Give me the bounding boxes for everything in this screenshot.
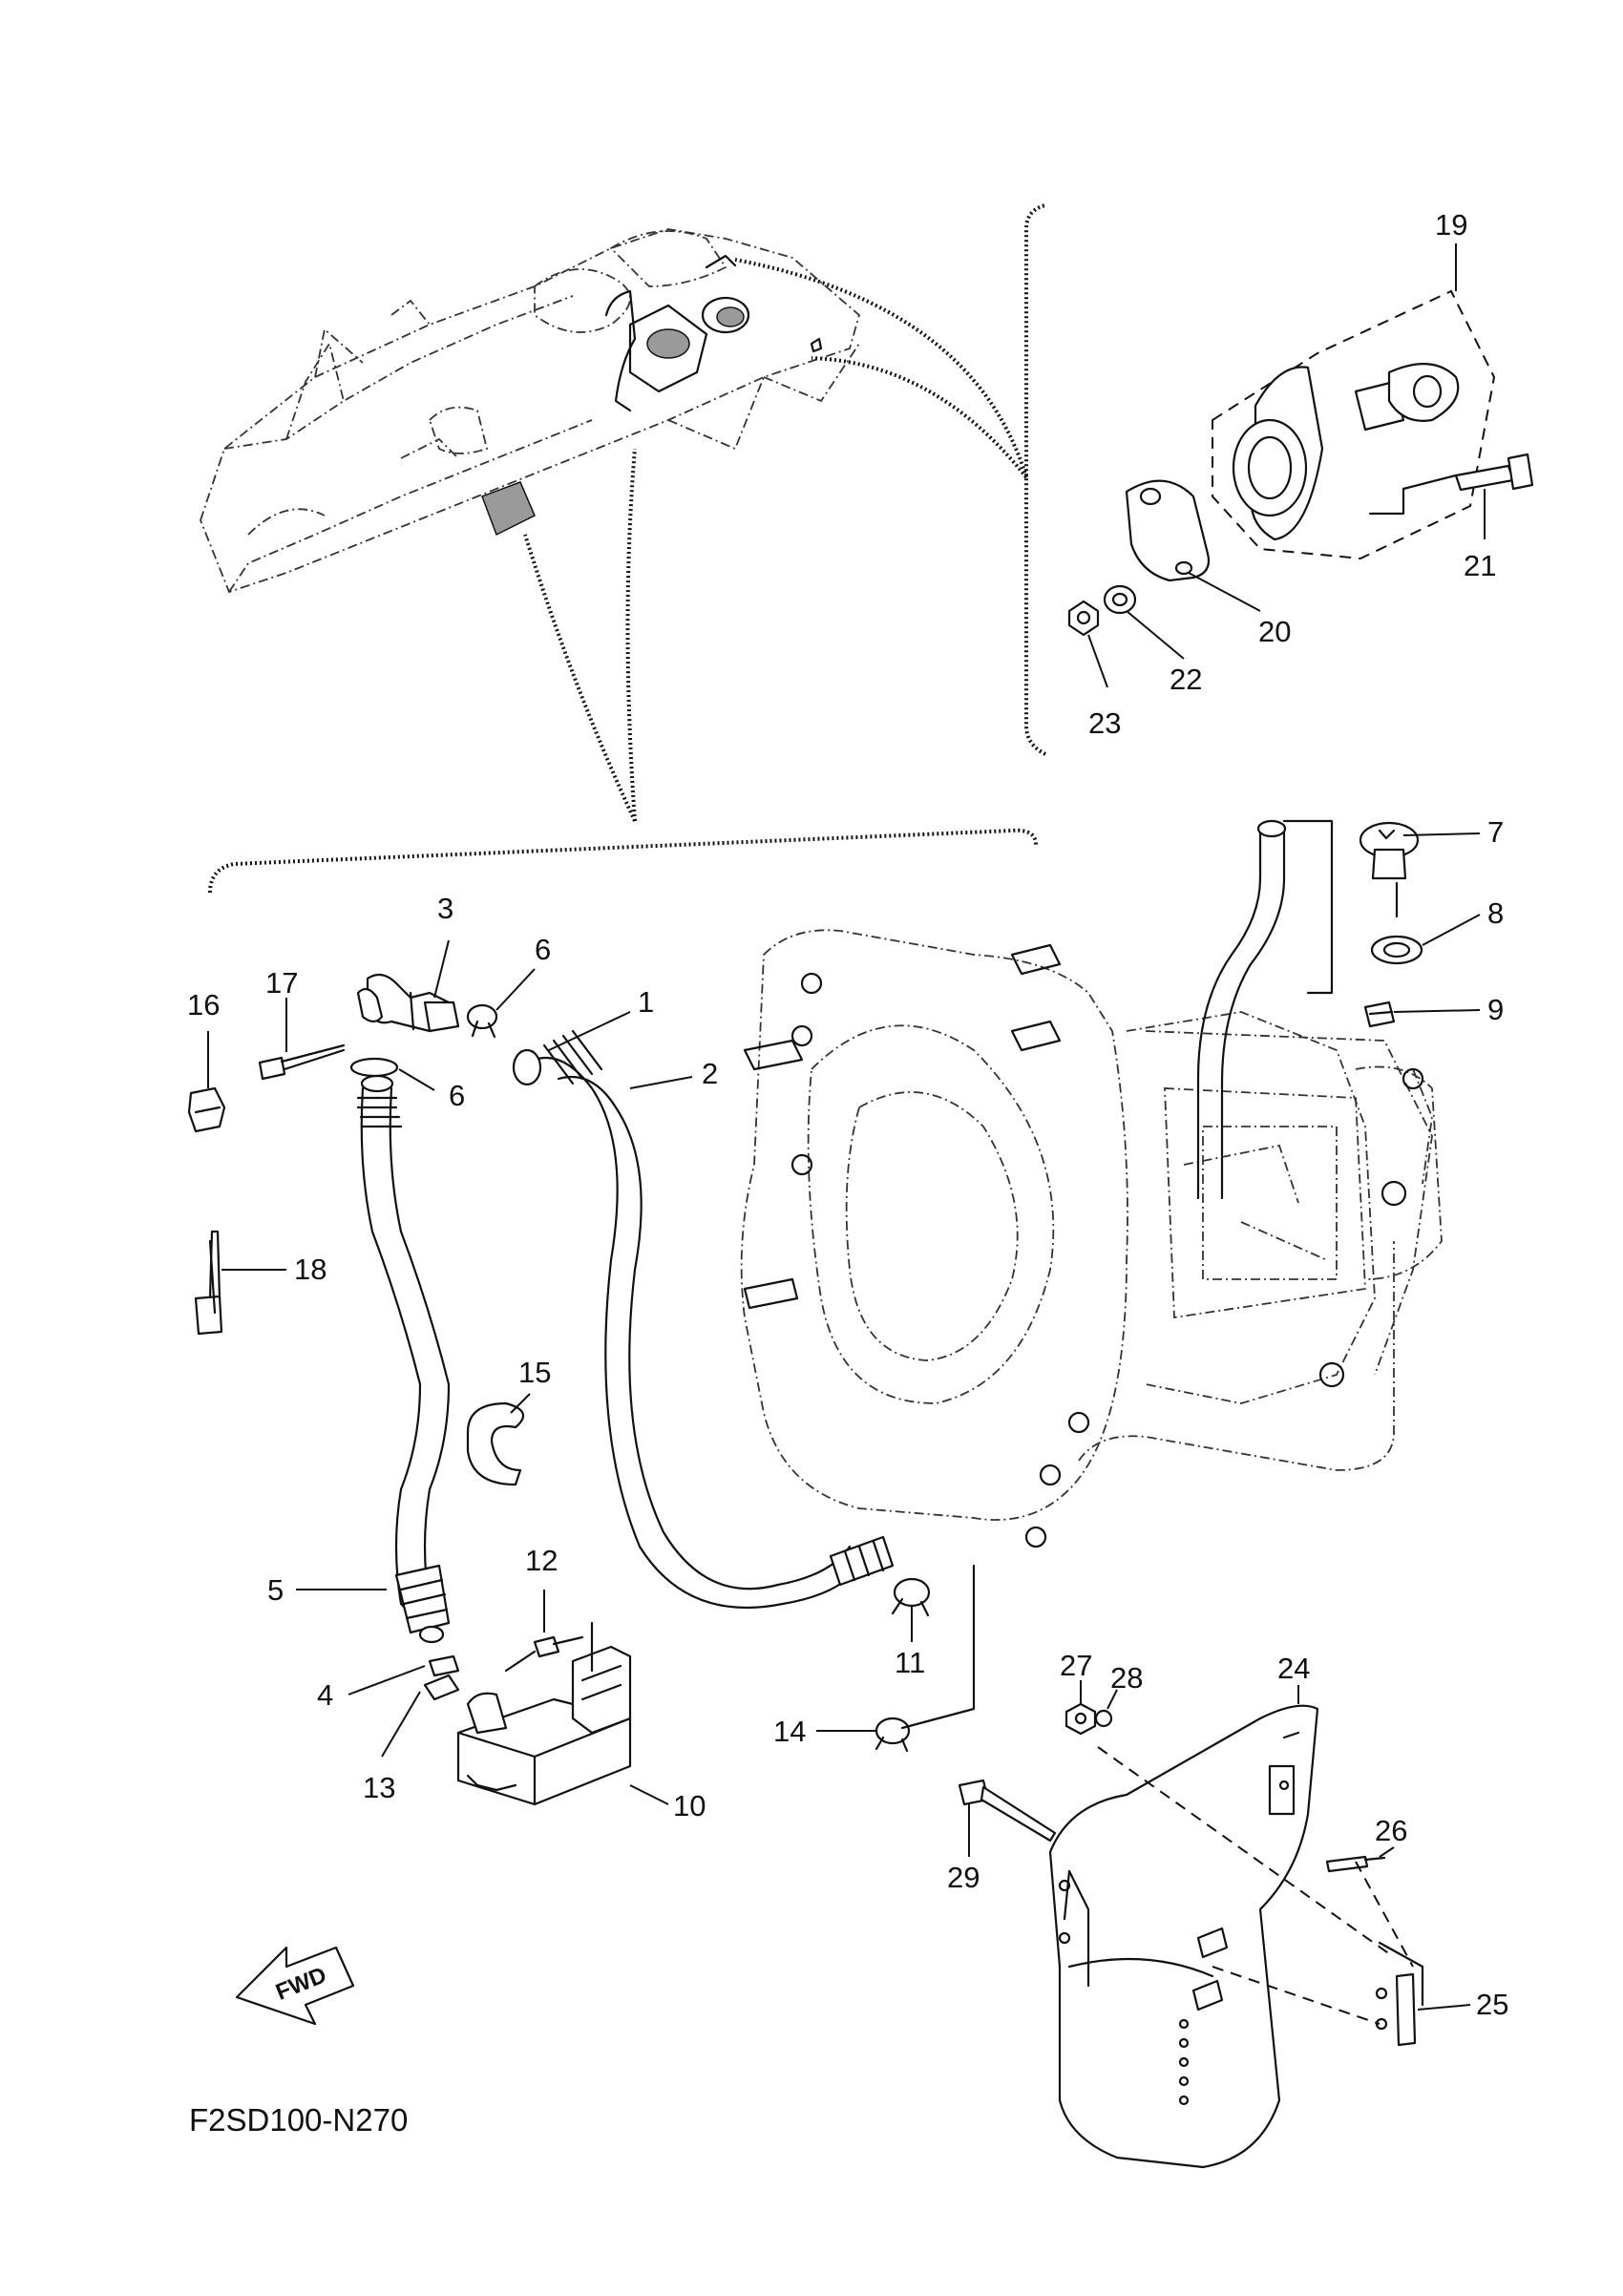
diagram-code: F2SD100-N270 [189, 2102, 408, 2138]
callout-28: 28 [1110, 1661, 1143, 1695]
callout-25: 25 [1476, 1988, 1508, 2021]
callout-4: 4 [317, 1678, 333, 1712]
callouts: 1 2 3 4 5 6 6 7 8 9 10 11 12 [187, 208, 1508, 2021]
callout-5: 5 [267, 1573, 284, 1607]
drain-plug-assembly [1067, 289, 1534, 637]
intake-grate [958, 1702, 1424, 2169]
callout-19: 19 [1435, 208, 1467, 242]
callout-17: 17 [265, 966, 298, 1000]
callout-9: 9 [1487, 993, 1504, 1026]
fwd-arrow: FWD [235, 1946, 355, 2026]
callout-13: 13 [363, 1771, 395, 1804]
hose-assembly [187, 819, 1423, 1806]
callout-24: 24 [1277, 1652, 1310, 1685]
callout-16: 16 [187, 988, 220, 1022]
callout-21: 21 [1464, 549, 1496, 582]
pump-housing [740, 929, 1443, 1548]
callout-2: 2 [702, 1057, 718, 1090]
callout-6a: 6 [535, 933, 551, 966]
callout-10: 10 [673, 1789, 706, 1822]
callout-29: 29 [947, 1861, 980, 1894]
callout-14: 14 [773, 1715, 806, 1748]
callout-12: 12 [525, 1544, 558, 1577]
overview-leaders [208, 203, 1046, 894]
callout-1: 1 [638, 985, 654, 1019]
callout-18: 18 [294, 1253, 327, 1286]
callout-26: 26 [1375, 1814, 1407, 1847]
callout-22: 22 [1170, 663, 1202, 696]
callout-8: 8 [1487, 896, 1504, 930]
callout-6b: 6 [449, 1079, 465, 1112]
callout-20: 20 [1258, 615, 1291, 648]
callout-7: 7 [1487, 815, 1504, 849]
callout-23: 23 [1088, 706, 1121, 740]
callout-27: 27 [1060, 1649, 1092, 1682]
callout-11: 11 [895, 1646, 925, 1679]
callout-15: 15 [518, 1356, 551, 1389]
callout-3: 3 [437, 892, 453, 925]
watercraft-overview [200, 228, 861, 594]
